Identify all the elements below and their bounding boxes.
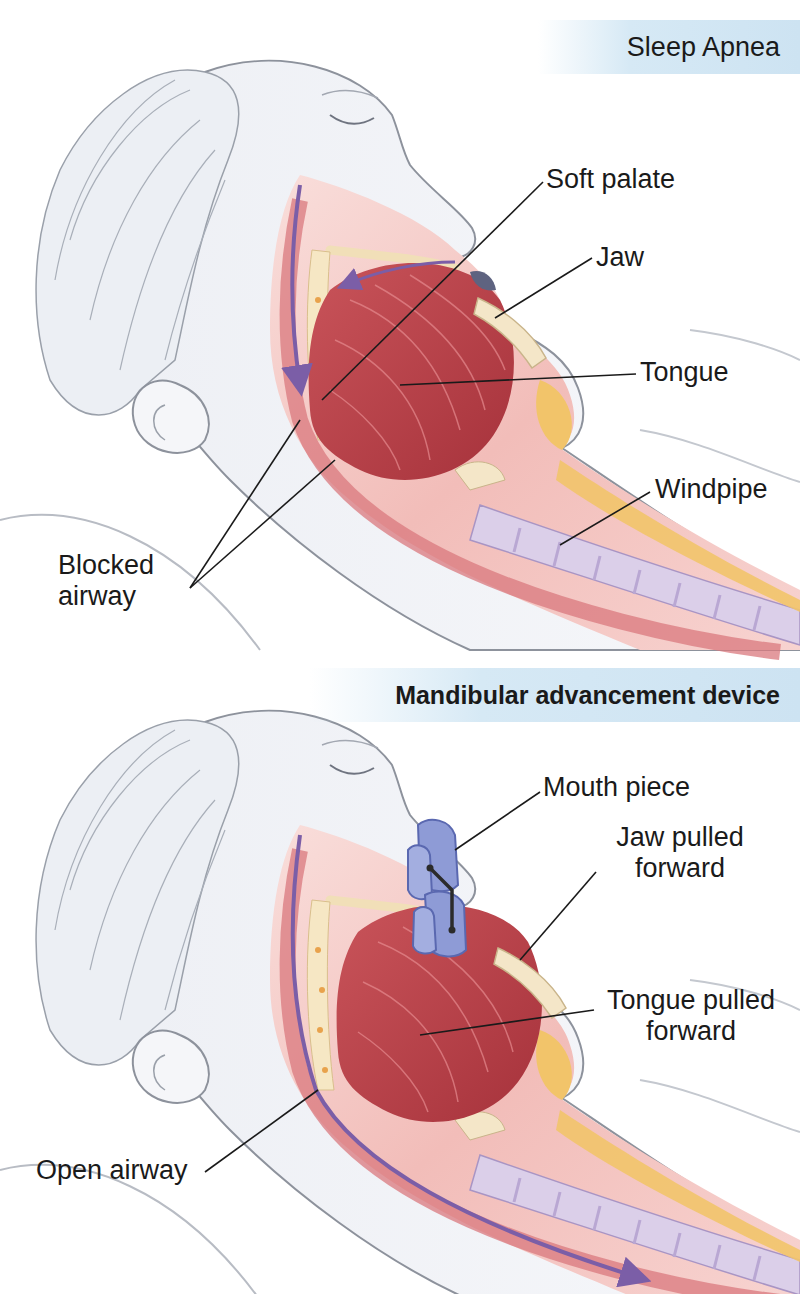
part-label: Tongue bbox=[640, 357, 729, 388]
panel-heading: Sleep Apnea bbox=[627, 32, 780, 63]
heading-band: Mandibular advancement device bbox=[310, 668, 800, 722]
part-label: Blocked airway bbox=[58, 550, 188, 612]
airflow-arrow bbox=[293, 835, 640, 1278]
part-label: Mouth piece bbox=[543, 772, 690, 803]
jaw-bone bbox=[494, 948, 566, 1018]
panel-heading: Mandibular advancement device bbox=[395, 681, 780, 710]
head-profile bbox=[0, 61, 800, 652]
head-profile bbox=[0, 711, 800, 1294]
mouth-opening bbox=[470, 271, 496, 291]
heading-band: Sleep Apnea bbox=[538, 20, 800, 74]
part-label: Jaw pulled forward bbox=[596, 822, 764, 884]
part-label: Open airway bbox=[36, 1155, 188, 1186]
part-label: Soft palate bbox=[546, 164, 675, 195]
airflow-arrow bbox=[293, 185, 301, 385]
part-label: Windpipe bbox=[655, 474, 768, 505]
mouth-piece bbox=[408, 820, 466, 957]
open-airway-illustration bbox=[0, 711, 800, 1294]
part-label: Jaw bbox=[596, 242, 644, 273]
blocked-airway-illustration bbox=[0, 61, 800, 652]
tongue-shape bbox=[309, 263, 514, 480]
part-label: Tongue pulled forward bbox=[592, 985, 790, 1047]
